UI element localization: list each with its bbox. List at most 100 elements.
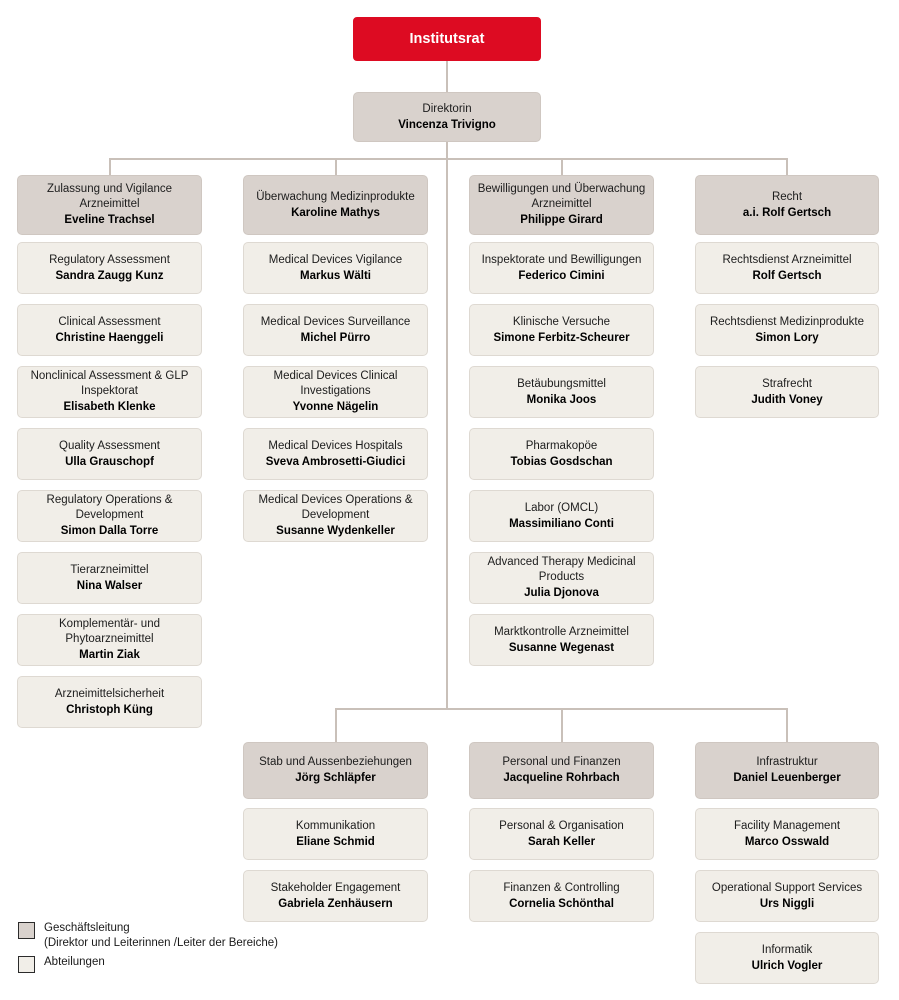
person-name: Tobias Gosdschan [510,455,613,468]
connector-horizontal [109,158,786,160]
person-name: Sveva Ambrosetti-Giudici [265,455,406,468]
unit-label: Komplementär- und Phytoarzneimittel [59,618,160,646]
connector-horizontal [335,708,786,710]
unit-label: Kommunikation [295,819,376,832]
unit-label: Zulassung und Vigilance Arzneimittel [46,183,173,211]
connector-vertical [786,708,788,742]
person-name: Ulrich Vogler [751,959,823,972]
person-name: Elisabeth Klenke [63,400,156,413]
person-name: Yvonne Nägelin [292,400,379,413]
person-name: a.i. Rolf Gertsch [742,206,832,219]
legend-row-management: Geschäftsleitung (Direktor und Leiterinn… [18,921,348,952]
person-name: Eveline Trachsel [64,213,155,226]
box-department[interactable]: Medical Devices Operations & Development… [243,490,428,542]
unit-label: Operational Support Services [711,881,863,894]
unit-label: Inspektorate und Bewilligungen [481,253,642,266]
box-department[interactable]: Labor (OMCL)Massimiliano Conti [469,490,654,542]
unit-label: Informatik [761,943,813,956]
box-institutsrat[interactable]: Institutsrat [353,17,541,61]
connector-vertical [561,158,563,175]
unit-label: Clinical Assessment [58,315,161,328]
unit-label: Advanced Therapy Medicinal Products [487,556,636,584]
person-name: Michel Pürro [300,331,371,344]
unit-label: Nonclinical Assessment & GLP Inspektorat [30,370,189,398]
unit-label: Institutsrat [409,30,485,47]
person-name: Gabriela Zenhäusern [278,897,393,910]
connector-vertical [446,142,448,708]
person-name: Ulla Grauschopf [65,455,154,468]
unit-label: Regulatory Assessment [49,253,170,266]
unit-label: Personal und Finanzen [502,756,621,769]
unit-label: Stab und Aussenbeziehungen [259,756,412,769]
unit-label: Quality Assessment [59,439,160,452]
unit-label: Facility Management [733,819,841,832]
person-name: Simon Lory [755,331,819,344]
unit-label: Pharmakopöe [525,439,598,452]
legend-management-line1: Geschäftsleitung [44,922,130,934]
unit-label: Medical Devices Surveillance [260,315,411,328]
person-name: Marco Osswald [744,835,830,848]
person-name: Susanne Wydenkeller [276,524,395,537]
person-name: Philippe Girard [520,213,603,226]
unit-label: Regulatory Operations & Development [46,494,173,522]
unit-label: Infrastruktur [756,756,818,769]
legend-label-management: Geschäftsleitung (Direktor und Leiterinn… [44,921,278,952]
person-name: Monika Joos [526,393,597,406]
legend-swatch-management [18,922,35,939]
unit-label: Rechtsdienst Arzneimittel [722,253,852,266]
person-name: Karoline Mathys [291,206,380,219]
legend-swatch-departments [18,955,35,973]
person-name: Sarah Keller [527,835,596,848]
connector-vertical [335,158,337,175]
person-name: Rolf Gertsch [752,269,822,282]
connector-vertical [109,158,111,175]
person-name: Vincenza Trivigno [398,118,496,131]
person-name: Christoph Küng [66,703,153,716]
legend-row-departments: Abteilungen [18,955,348,973]
person-name: Markus Wälti [300,269,371,282]
legend-management-line2: (Direktor und Leiterinnen /Leiter der Be… [44,937,278,950]
box-department[interactable]: Nonclinical Assessment & GLP Inspektorat… [17,366,202,418]
unit-label: Arzneimittelsicherheit [54,687,165,700]
person-name: Federico Cimini [518,269,605,282]
unit-label: Medical Devices Operations & Development [258,494,413,522]
connector-vertical [561,708,563,742]
box-head-3[interactable]: Bewilligungen und Überwachung Arzneimitt… [469,175,654,235]
unit-label: Personal & Organisation [499,819,624,832]
